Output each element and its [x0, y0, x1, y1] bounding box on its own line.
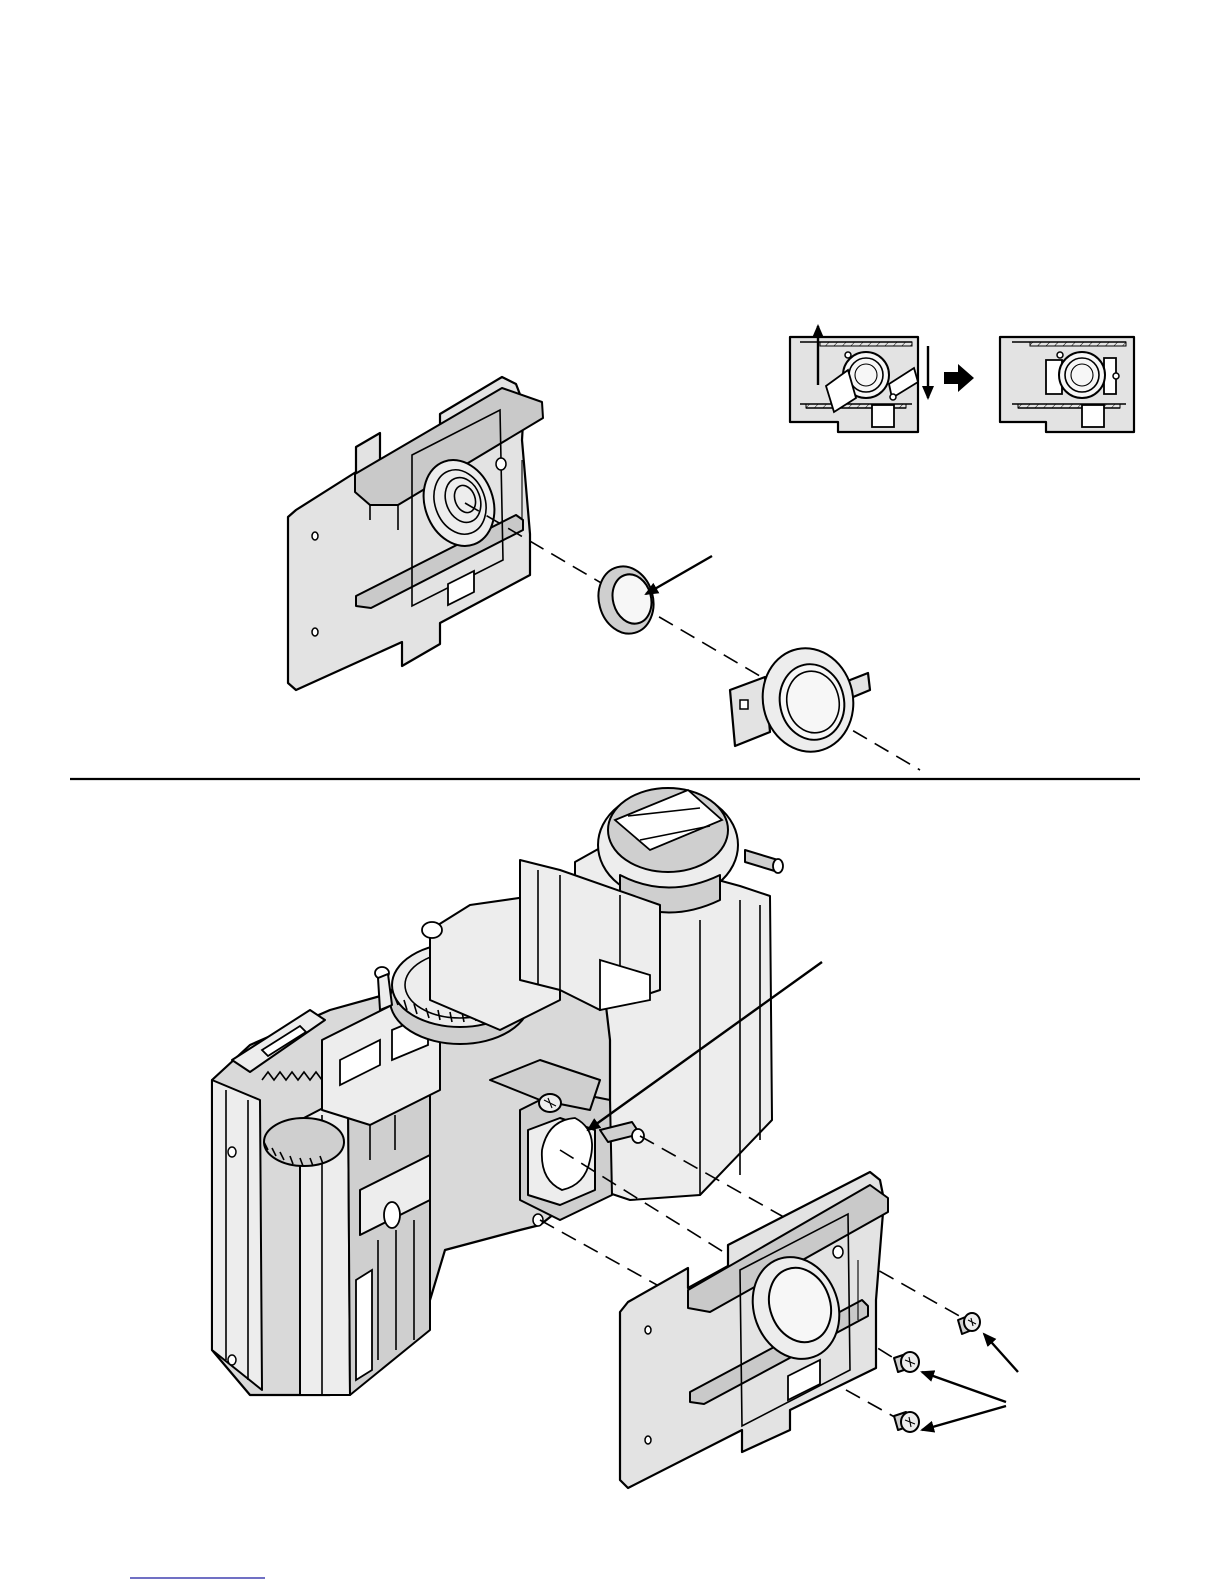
screw-1 [958, 1313, 980, 1334]
bottom-figure [212, 788, 1018, 1488]
filter-lens-leader [646, 556, 712, 594]
screws [894, 1313, 980, 1432]
screw-3 [894, 1412, 919, 1432]
lens-retainer-ring [730, 640, 870, 760]
screw-leader-1 [984, 1334, 1018, 1372]
assembly-axis-top [465, 503, 920, 770]
screw-2 [894, 1352, 919, 1372]
arrow-right-icon [944, 364, 974, 392]
screw-leader-3 [922, 1406, 1006, 1430]
lens-holder-plate-top [288, 377, 543, 690]
inset-step-slide-out [790, 326, 928, 432]
top-figure [288, 326, 1134, 770]
lens-holder-plate-bottom [620, 1172, 888, 1488]
filter-lens [591, 560, 661, 640]
screw-leader-2 [922, 1372, 1006, 1402]
inset-step-seated [1000, 337, 1134, 432]
